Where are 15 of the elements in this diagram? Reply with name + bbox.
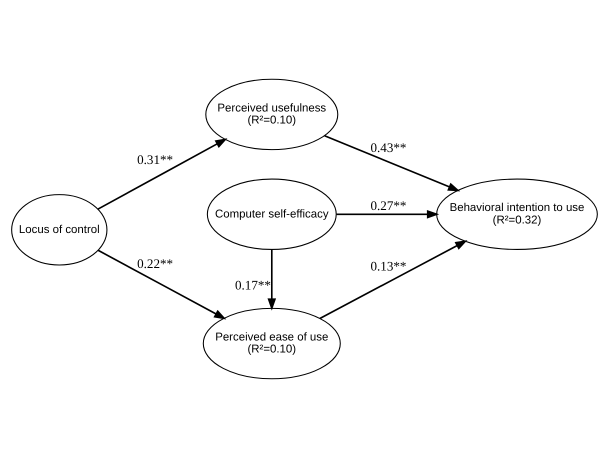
arrow — [268, 250, 276, 311]
edge-label: 0.43** — [370, 140, 406, 155]
arrow — [336, 210, 440, 219]
edge-label: 0.31** — [137, 152, 174, 168]
edge-label: 0.13** — [370, 258, 406, 274]
arrow — [98, 250, 226, 320]
edge-label: 0.27** — [370, 198, 406, 214]
edge-label: 0.22** — [137, 256, 174, 272]
edge-label: 0.17** — [234, 277, 271, 292]
arrow — [98, 138, 228, 210]
node-ellipse: Computer self-efficacy — [206, 178, 337, 250]
node-ellipse: Perceived usefulness (R²=0.10) — [205, 78, 338, 150]
node-ellipse: Locus of control — [11, 194, 108, 266]
arrow — [319, 240, 468, 320]
arrow — [324, 134, 460, 192]
